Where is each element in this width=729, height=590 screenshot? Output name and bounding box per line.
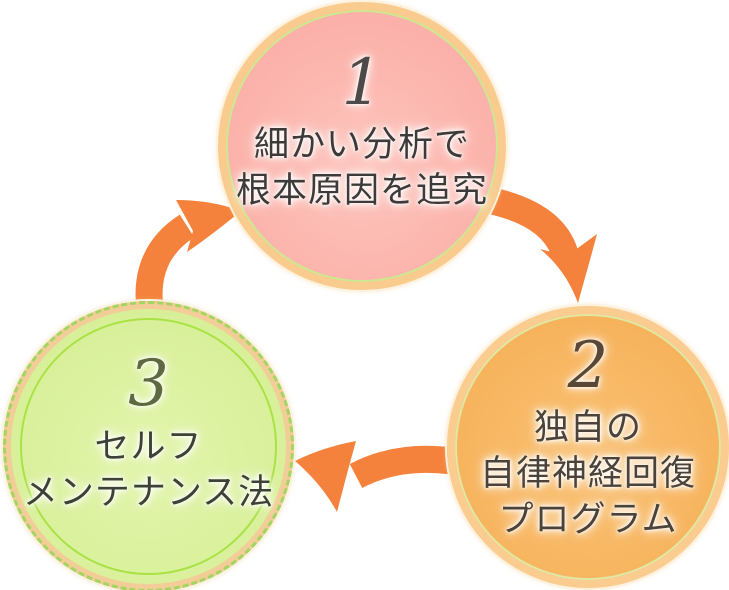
- step-2-circle: 2 独自の 自律神経回復 プログラム: [447, 306, 729, 588]
- step-1-text-line-1: 細かい分析で: [253, 125, 470, 166]
- step-2-text-line-3: プログラム: [498, 500, 678, 541]
- step-1-circle: 1 細かい分析で 根本原因を追究: [218, 2, 506, 290]
- step-3-circle: 3 セルフ メンテナンス法: [3, 301, 294, 590]
- step-3-text-line-1: セルフ: [94, 426, 203, 467]
- step-1-text-line-2: 根本原因を追究: [235, 171, 488, 212]
- step-3-text-line-2: メンテナンス法: [22, 472, 275, 513]
- step-1-number: 1: [341, 45, 383, 120]
- step-3-content: 3 セルフ メンテナンス法: [23, 349, 274, 515]
- arrow-1-to-2-icon: [480, 185, 597, 303]
- arrow-2-to-3-icon: [295, 441, 453, 512]
- step-2-number: 2: [567, 328, 609, 403]
- arrow-3-to-1-icon: [135, 200, 241, 311]
- step-2-text-line-1: 独自の: [533, 408, 642, 449]
- step-1-content: 1 細かい分析で 根本原因を追究: [235, 45, 488, 214]
- step-3-number: 3: [128, 347, 169, 422]
- step-2-text-line-2: 自律神経回復: [479, 454, 696, 495]
- step-2-content: 2 独自の 自律神経回復 プログラム: [479, 328, 696, 543]
